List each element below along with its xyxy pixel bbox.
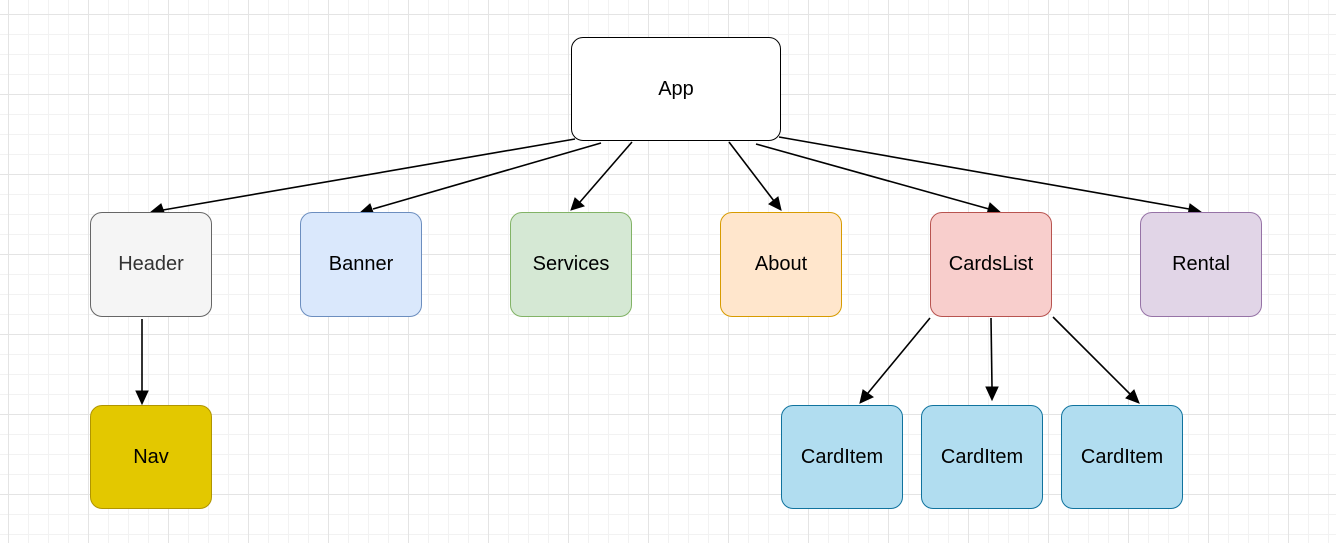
edge-app-banner[interactable] (359, 142, 602, 216)
edge-app-about-line (728, 141, 775, 202)
node-banner-label: Banner (328, 253, 394, 275)
node-services-label: Services (532, 253, 610, 275)
edge-app-services[interactable] (570, 141, 633, 211)
node-cards-list[interactable]: CardsList (930, 212, 1052, 317)
edge-header-nav[interactable] (135, 319, 149, 406)
node-card-item-2[interactable]: CardItem (921, 405, 1043, 509)
node-rental-label: Rental (1172, 253, 1230, 275)
edge-cardslist-carditem-2-line (990, 317, 993, 388)
edge-cardslist-carditem-3-arrow (1125, 389, 1140, 404)
node-card-item-1[interactable]: CardItem (781, 405, 903, 509)
edge-app-rental-line (778, 136, 1190, 210)
node-about-label: About (754, 253, 808, 275)
edge-cardslist-carditem-3-line (1052, 316, 1131, 395)
edge-app-cardslist-line (755, 143, 990, 210)
node-card-item-3[interactable]: CardItem (1061, 405, 1183, 509)
edge-cardslist-carditem-1-line (867, 317, 931, 394)
node-services[interactable]: Services (510, 212, 632, 317)
node-nav-label: Nav (133, 445, 169, 468)
node-header[interactable]: Header (90, 212, 212, 317)
edge-cardslist-carditem-2[interactable] (985, 317, 999, 402)
edge-cardslist-carditem-2-arrow (985, 386, 999, 402)
node-header-label: Header (118, 253, 184, 275)
node-about[interactable]: About (720, 212, 842, 317)
edge-cardslist-carditem-1-arrow (859, 389, 874, 404)
edge-cardslist-carditem-3[interactable] (1052, 316, 1140, 404)
node-banner[interactable]: Banner (300, 212, 422, 317)
node-app[interactable]: App (571, 37, 781, 141)
node-card-item-1-label: CardItem (800, 445, 884, 468)
node-app-label: App (658, 77, 694, 100)
node-card-item-3-label: CardItem (1080, 445, 1164, 468)
node-cards-list-label: CardsList (948, 253, 1034, 275)
edge-app-header[interactable] (149, 138, 576, 216)
node-card-item-2-label: CardItem (940, 445, 1024, 468)
edge-app-about-arrow (768, 196, 782, 211)
edge-app-about[interactable] (728, 141, 782, 211)
edge-app-services-arrow (570, 197, 585, 211)
edge-app-header-line (162, 138, 576, 211)
edge-header-nav-arrow (135, 390, 149, 406)
node-rental[interactable]: Rental (1140, 212, 1262, 317)
edge-app-services-line (579, 141, 633, 203)
node-nav[interactable]: Nav (90, 405, 212, 509)
edge-cardslist-carditem-1[interactable] (859, 317, 931, 404)
edge-app-banner-line (372, 142, 602, 210)
